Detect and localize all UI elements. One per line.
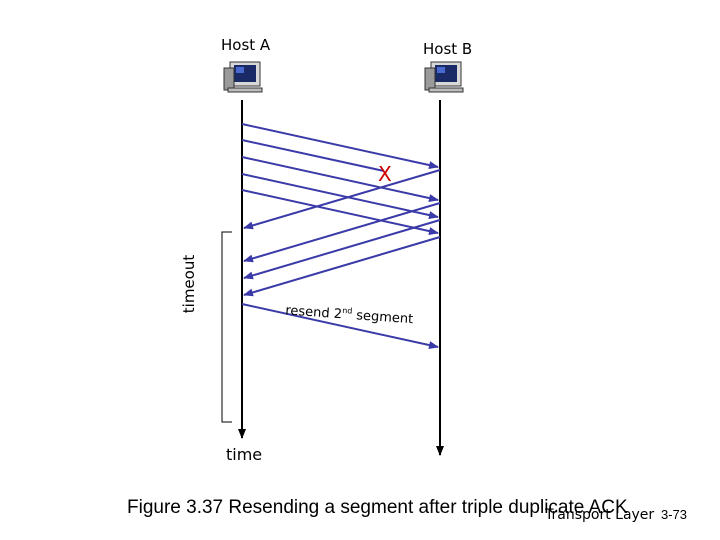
host-a-label: Host A	[221, 36, 271, 54]
loss-marker: X	[378, 162, 392, 186]
ack-arrow-1	[243, 169, 441, 230]
footer-chapter: Transport Layer	[545, 507, 655, 523]
timeout-label: timeout	[180, 254, 199, 314]
host-b-label: Host B	[423, 40, 473, 58]
timeout-bracket	[221, 231, 232, 423]
segment-arrow-3	[241, 156, 439, 202]
time-axis-label: time	[226, 445, 263, 464]
figure-caption: Figure 3.37 Resending a segment after tr…	[127, 497, 628, 518]
resend-superscript: nd	[341, 305, 353, 316]
ack-arrow-4	[243, 236, 441, 297]
segment-arrow-4	[241, 173, 439, 219]
segment-arrow-5	[241, 189, 439, 235]
segment-arrow-1	[241, 123, 439, 169]
segment-arrow-2-lost	[241, 139, 385, 172]
ack-arrow-2	[243, 202, 441, 263]
host-b-computer-icon	[424, 61, 464, 93]
host-a-computer-icon	[223, 61, 263, 93]
footer-page-number: 3-73	[661, 507, 688, 522]
ack-arrow-3	[243, 219, 441, 280]
resend-segment-arrow	[241, 303, 439, 349]
